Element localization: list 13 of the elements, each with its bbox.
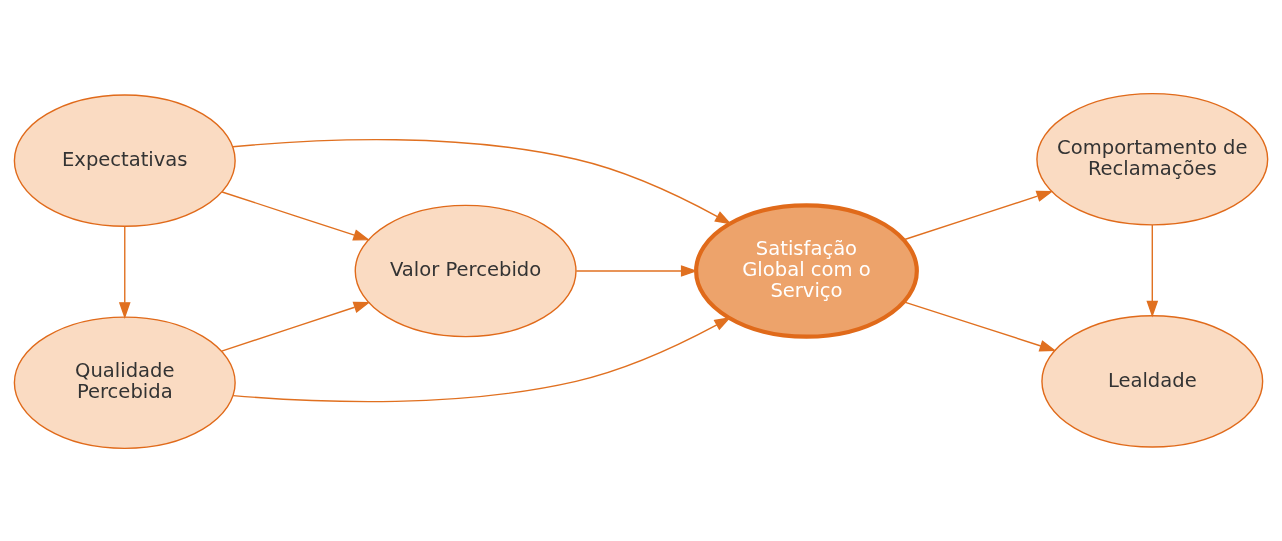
- arrow: [903, 190, 1054, 240]
- arrow: [575, 264, 698, 277]
- arrow: [231, 138, 732, 225]
- arrow: [221, 190, 371, 241]
- node-ellipse: Expectativas: [13, 93, 236, 227]
- node-ellipse: Satisfação Global com o Serviço: [694, 202, 919, 339]
- node-ellipse: Qualidade Percebida: [13, 315, 236, 449]
- node-ellipse: Lealdade: [1041, 314, 1264, 448]
- arrow: [118, 225, 131, 319]
- arrow: [221, 301, 371, 352]
- arrow: [903, 300, 1057, 351]
- arrow: [232, 316, 732, 402]
- arrow: [1146, 223, 1159, 318]
